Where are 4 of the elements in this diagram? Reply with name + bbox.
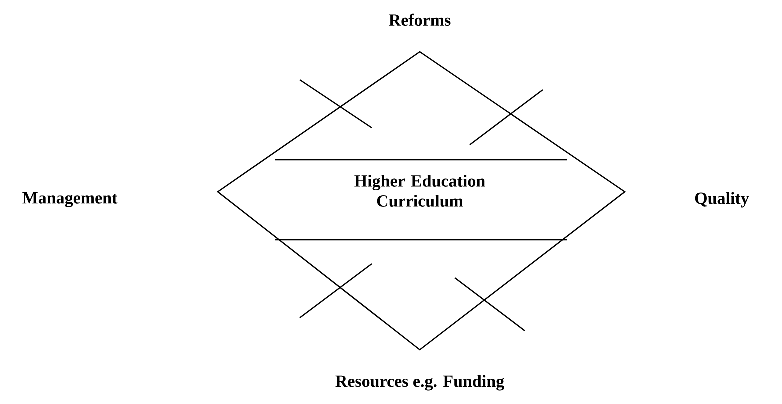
factor-label: Resources e.g. Funding bbox=[336, 375, 504, 391]
factor-label: Quality bbox=[695, 192, 750, 208]
factor-label: Reforms bbox=[389, 14, 451, 26]
factor-label: Management bbox=[22, 192, 118, 208]
